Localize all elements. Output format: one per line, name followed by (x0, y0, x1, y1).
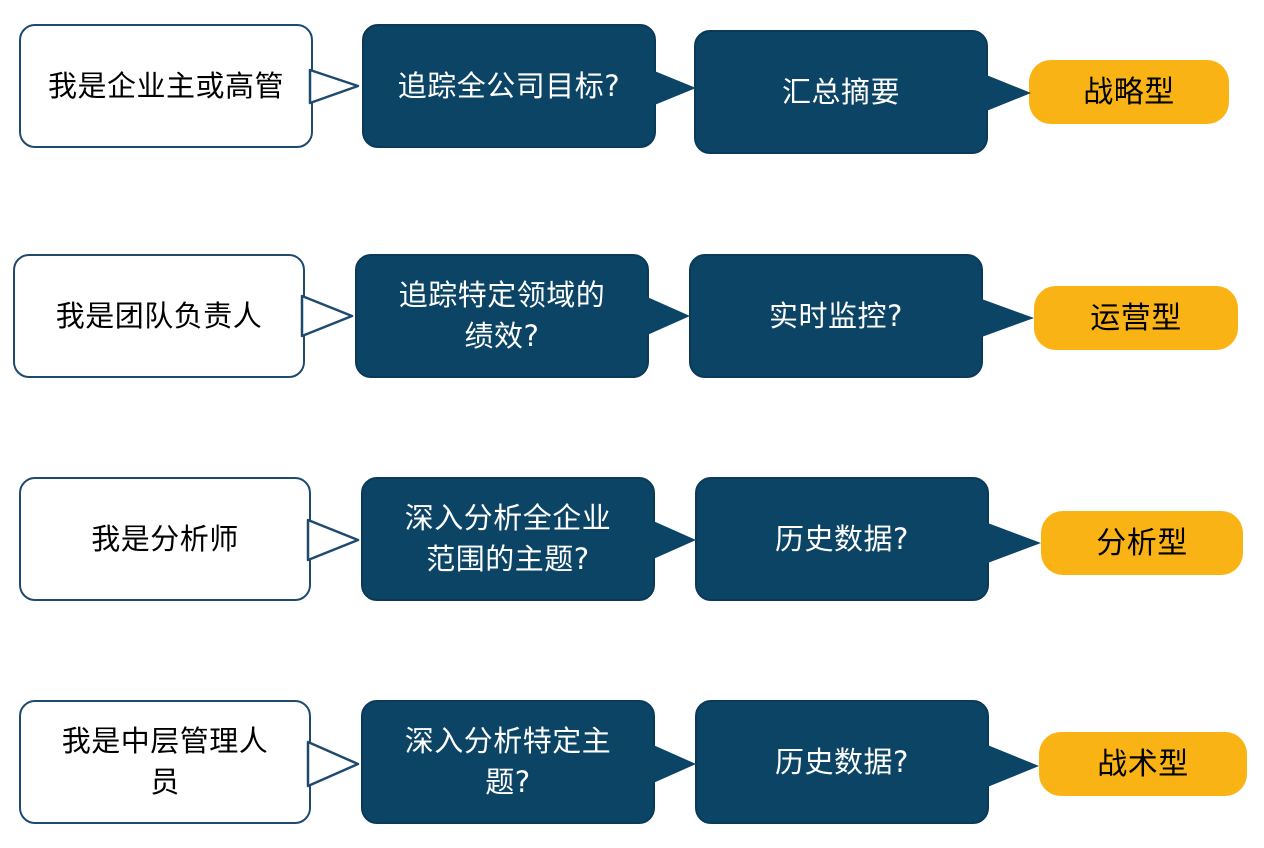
detail-label: 实时监控? (769, 298, 903, 333)
persona-box: 我是分析师 (19, 477, 311, 601)
detail-label: 历史数据? (775, 744, 909, 779)
diagram-row-analyst: 我是分析师 深入分析全企业范围的主题? 历史数据? 分析型 (0, 475, 1264, 605)
persona-label: 我是团队负责人 (55, 298, 263, 333)
question-label: 追踪全公司目标? (397, 68, 621, 103)
question-box: 追踪全公司目标? (362, 24, 656, 148)
question-box: 深入分析特定主题? (361, 700, 655, 824)
question-tail (645, 296, 690, 336)
detail-tail (985, 522, 1041, 564)
persona-tail (306, 518, 360, 562)
result-pill: 分析型 (1041, 511, 1243, 575)
result-pill: 战略型 (1029, 60, 1229, 124)
result-label: 分析型 (1096, 525, 1188, 561)
result-pill: 运营型 (1034, 286, 1238, 350)
persona-tail (306, 740, 360, 788)
persona-tail (308, 68, 360, 105)
persona-label: 我是企业主或高管 (47, 68, 284, 103)
persona-box: 我是团队负责人 (13, 254, 305, 378)
detail-box: 历史数据? (695, 700, 989, 824)
detail-tail (984, 74, 1031, 112)
question-tail (651, 520, 696, 560)
persona-tail (300, 294, 354, 338)
question-tail (652, 70, 696, 106)
diagram-row-executive: 我是企业主或高管 追踪全公司目标? 汇总摘要 战略型 (0, 22, 1264, 154)
result-label: 战术型 (1097, 746, 1189, 782)
persona-box: 我是企业主或高管 (19, 24, 313, 148)
result-label: 战略型 (1083, 74, 1175, 110)
question-label: 追踪特定领域的绩效? (398, 278, 606, 353)
detail-tail (985, 744, 1039, 788)
detail-tail (979, 298, 1034, 338)
question-label: 深入分析全企业范围的主题? (404, 501, 612, 576)
persona-label: 我是分析师 (91, 521, 239, 556)
detail-box: 历史数据? (695, 477, 989, 601)
persona-box: 我是中层管理人员 (19, 700, 311, 824)
detail-label: 历史数据? (775, 521, 909, 556)
detail-label: 汇总摘要 (781, 74, 900, 109)
persona-label: 我是中层管理人员 (61, 724, 269, 799)
detail-box: 实时监控? (689, 254, 983, 378)
result-pill: 战术型 (1039, 732, 1247, 796)
question-box: 深入分析全企业范围的主题? (361, 477, 655, 601)
diagram-row-middle-manager: 我是中层管理人员 深入分析特定主题? 历史数据? 战术型 (0, 698, 1264, 828)
question-tail (651, 744, 696, 784)
question-label: 深入分析特定主题? (404, 724, 612, 799)
detail-box: 汇总摘要 (694, 30, 988, 154)
result-label: 运营型 (1090, 300, 1182, 336)
